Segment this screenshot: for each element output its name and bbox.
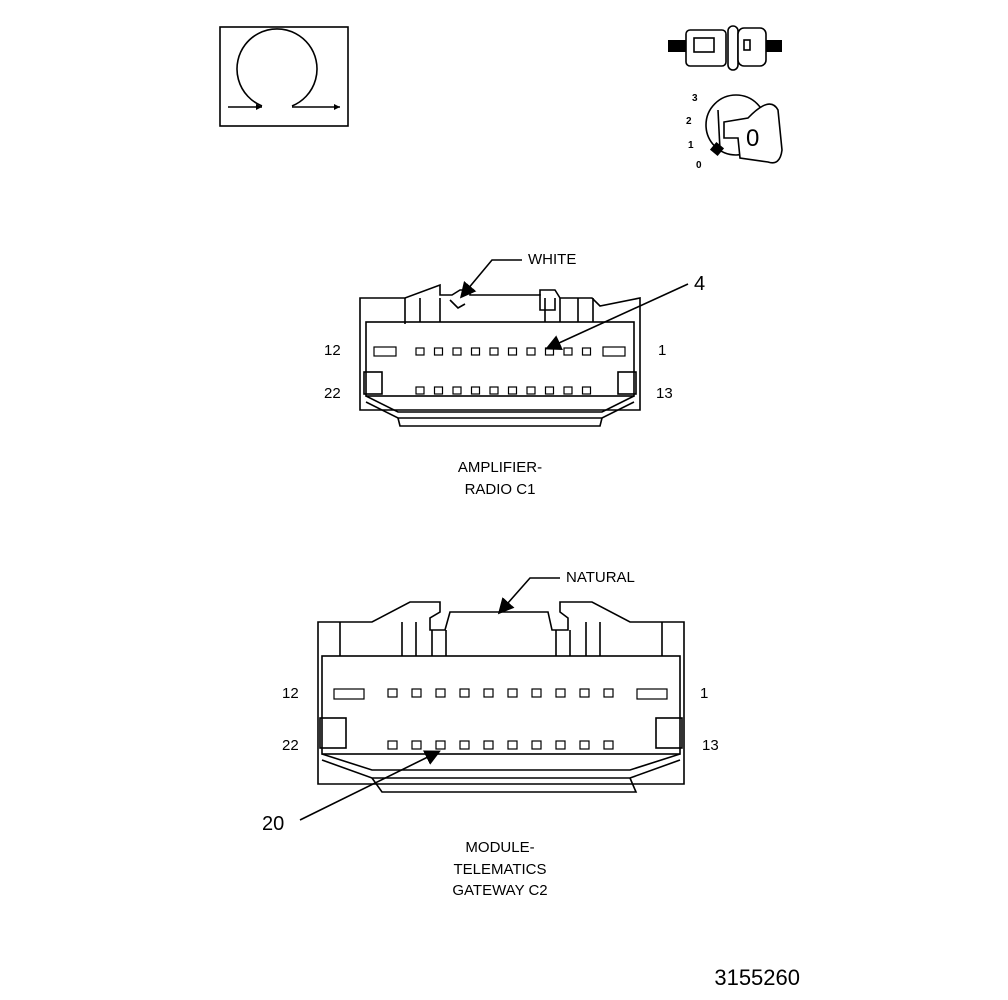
pin-cavity bbox=[579, 740, 590, 750]
ignition-position-0: 0 bbox=[696, 160, 702, 171]
pin-label-12: 12 bbox=[282, 685, 299, 702]
pin-cavity bbox=[581, 386, 592, 395]
pin-cavity bbox=[563, 386, 573, 395]
pin-label-1: 1 bbox=[658, 342, 666, 359]
pin-cavity bbox=[483, 688, 494, 698]
connector-name-line1: MODULE- bbox=[465, 839, 534, 856]
pin-cavity bbox=[603, 740, 614, 750]
callout-number: 20 bbox=[262, 813, 284, 835]
pin-cavity bbox=[531, 740, 542, 750]
pin-cavity bbox=[435, 740, 446, 750]
pin-row-bottom bbox=[387, 740, 614, 750]
connector-color-label: WHITE bbox=[528, 251, 576, 268]
pin-cavity bbox=[507, 688, 518, 698]
pin-cavity bbox=[411, 740, 422, 750]
pin-cavity bbox=[579, 688, 590, 698]
pin-cavity bbox=[433, 347, 444, 356]
pin-label-22: 22 bbox=[324, 385, 341, 402]
pin-cavity bbox=[581, 347, 592, 356]
pin-cavity bbox=[452, 386, 462, 395]
ignition-position-2: 2 bbox=[686, 116, 692, 127]
pin-cavity bbox=[531, 688, 542, 698]
pin-cavity bbox=[433, 386, 444, 395]
callout-number: 4 bbox=[694, 273, 705, 295]
pin-cavity bbox=[526, 347, 536, 356]
pin-row-top bbox=[415, 347, 592, 356]
pin-cavity bbox=[387, 740, 398, 750]
ignition-key-icon: 0 3 2 1 0 bbox=[686, 93, 783, 171]
pin-cavity bbox=[489, 347, 499, 356]
pin-label-22: 22 bbox=[282, 737, 299, 754]
view-rotation-icon bbox=[219, 26, 349, 127]
ignition-position-1: 1 bbox=[688, 140, 694, 151]
pin-cavity bbox=[489, 386, 499, 395]
pin-label-13: 13 bbox=[702, 737, 719, 754]
key-position-label: 0 bbox=[746, 125, 759, 152]
pin-cavity bbox=[555, 740, 566, 750]
connector-telematics-gateway-c2: NATURAL 20 12 1 22 13 MODULE- TELEMATICS… bbox=[262, 569, 719, 899]
connector-name-line3: GATEWAY C2 bbox=[452, 882, 547, 899]
pin-cavity bbox=[483, 740, 494, 750]
connector-color-label: NATURAL bbox=[566, 569, 635, 586]
pin-cavity bbox=[507, 347, 518, 356]
pin-cavity bbox=[459, 740, 470, 750]
pin-label-13: 13 bbox=[656, 385, 673, 402]
ignition-position-3: 3 bbox=[692, 93, 698, 104]
pin-cavity bbox=[415, 386, 425, 395]
pin-cavity bbox=[470, 347, 481, 356]
connector-name-line2: RADIO C1 bbox=[465, 481, 536, 498]
pin-cavity bbox=[544, 347, 555, 356]
pin-cavity bbox=[507, 740, 518, 750]
pin-cavity bbox=[435, 688, 446, 698]
pin-label-1: 1 bbox=[700, 685, 708, 702]
pin-cavity bbox=[544, 386, 555, 395]
pin-row-bottom bbox=[415, 386, 592, 395]
pin-row-top bbox=[387, 688, 614, 698]
pin-label-12: 12 bbox=[324, 342, 341, 359]
pin-cavity bbox=[411, 688, 422, 698]
figure-number: 3155260 bbox=[714, 965, 800, 990]
pin-cavity bbox=[526, 386, 536, 395]
connector-mating-icon bbox=[668, 25, 782, 71]
connector-name-line1: AMPLIFIER- bbox=[458, 459, 542, 476]
pin-cavity bbox=[507, 386, 518, 395]
pin-cavity bbox=[603, 688, 614, 698]
pin-cavity bbox=[415, 347, 425, 356]
pin-cavity bbox=[555, 688, 566, 698]
pin-cavity bbox=[563, 347, 573, 356]
pin-cavity bbox=[452, 347, 462, 356]
pin-cavity bbox=[387, 688, 398, 698]
connector-name-line2: TELEMATICS bbox=[453, 861, 546, 878]
pin-cavity bbox=[459, 688, 470, 698]
pin-cavity bbox=[470, 386, 481, 395]
connector-amplifier-radio-c1: WHITE 4 12 1 22 13 AMPLIFIER- RADIO C1 bbox=[324, 251, 705, 498]
